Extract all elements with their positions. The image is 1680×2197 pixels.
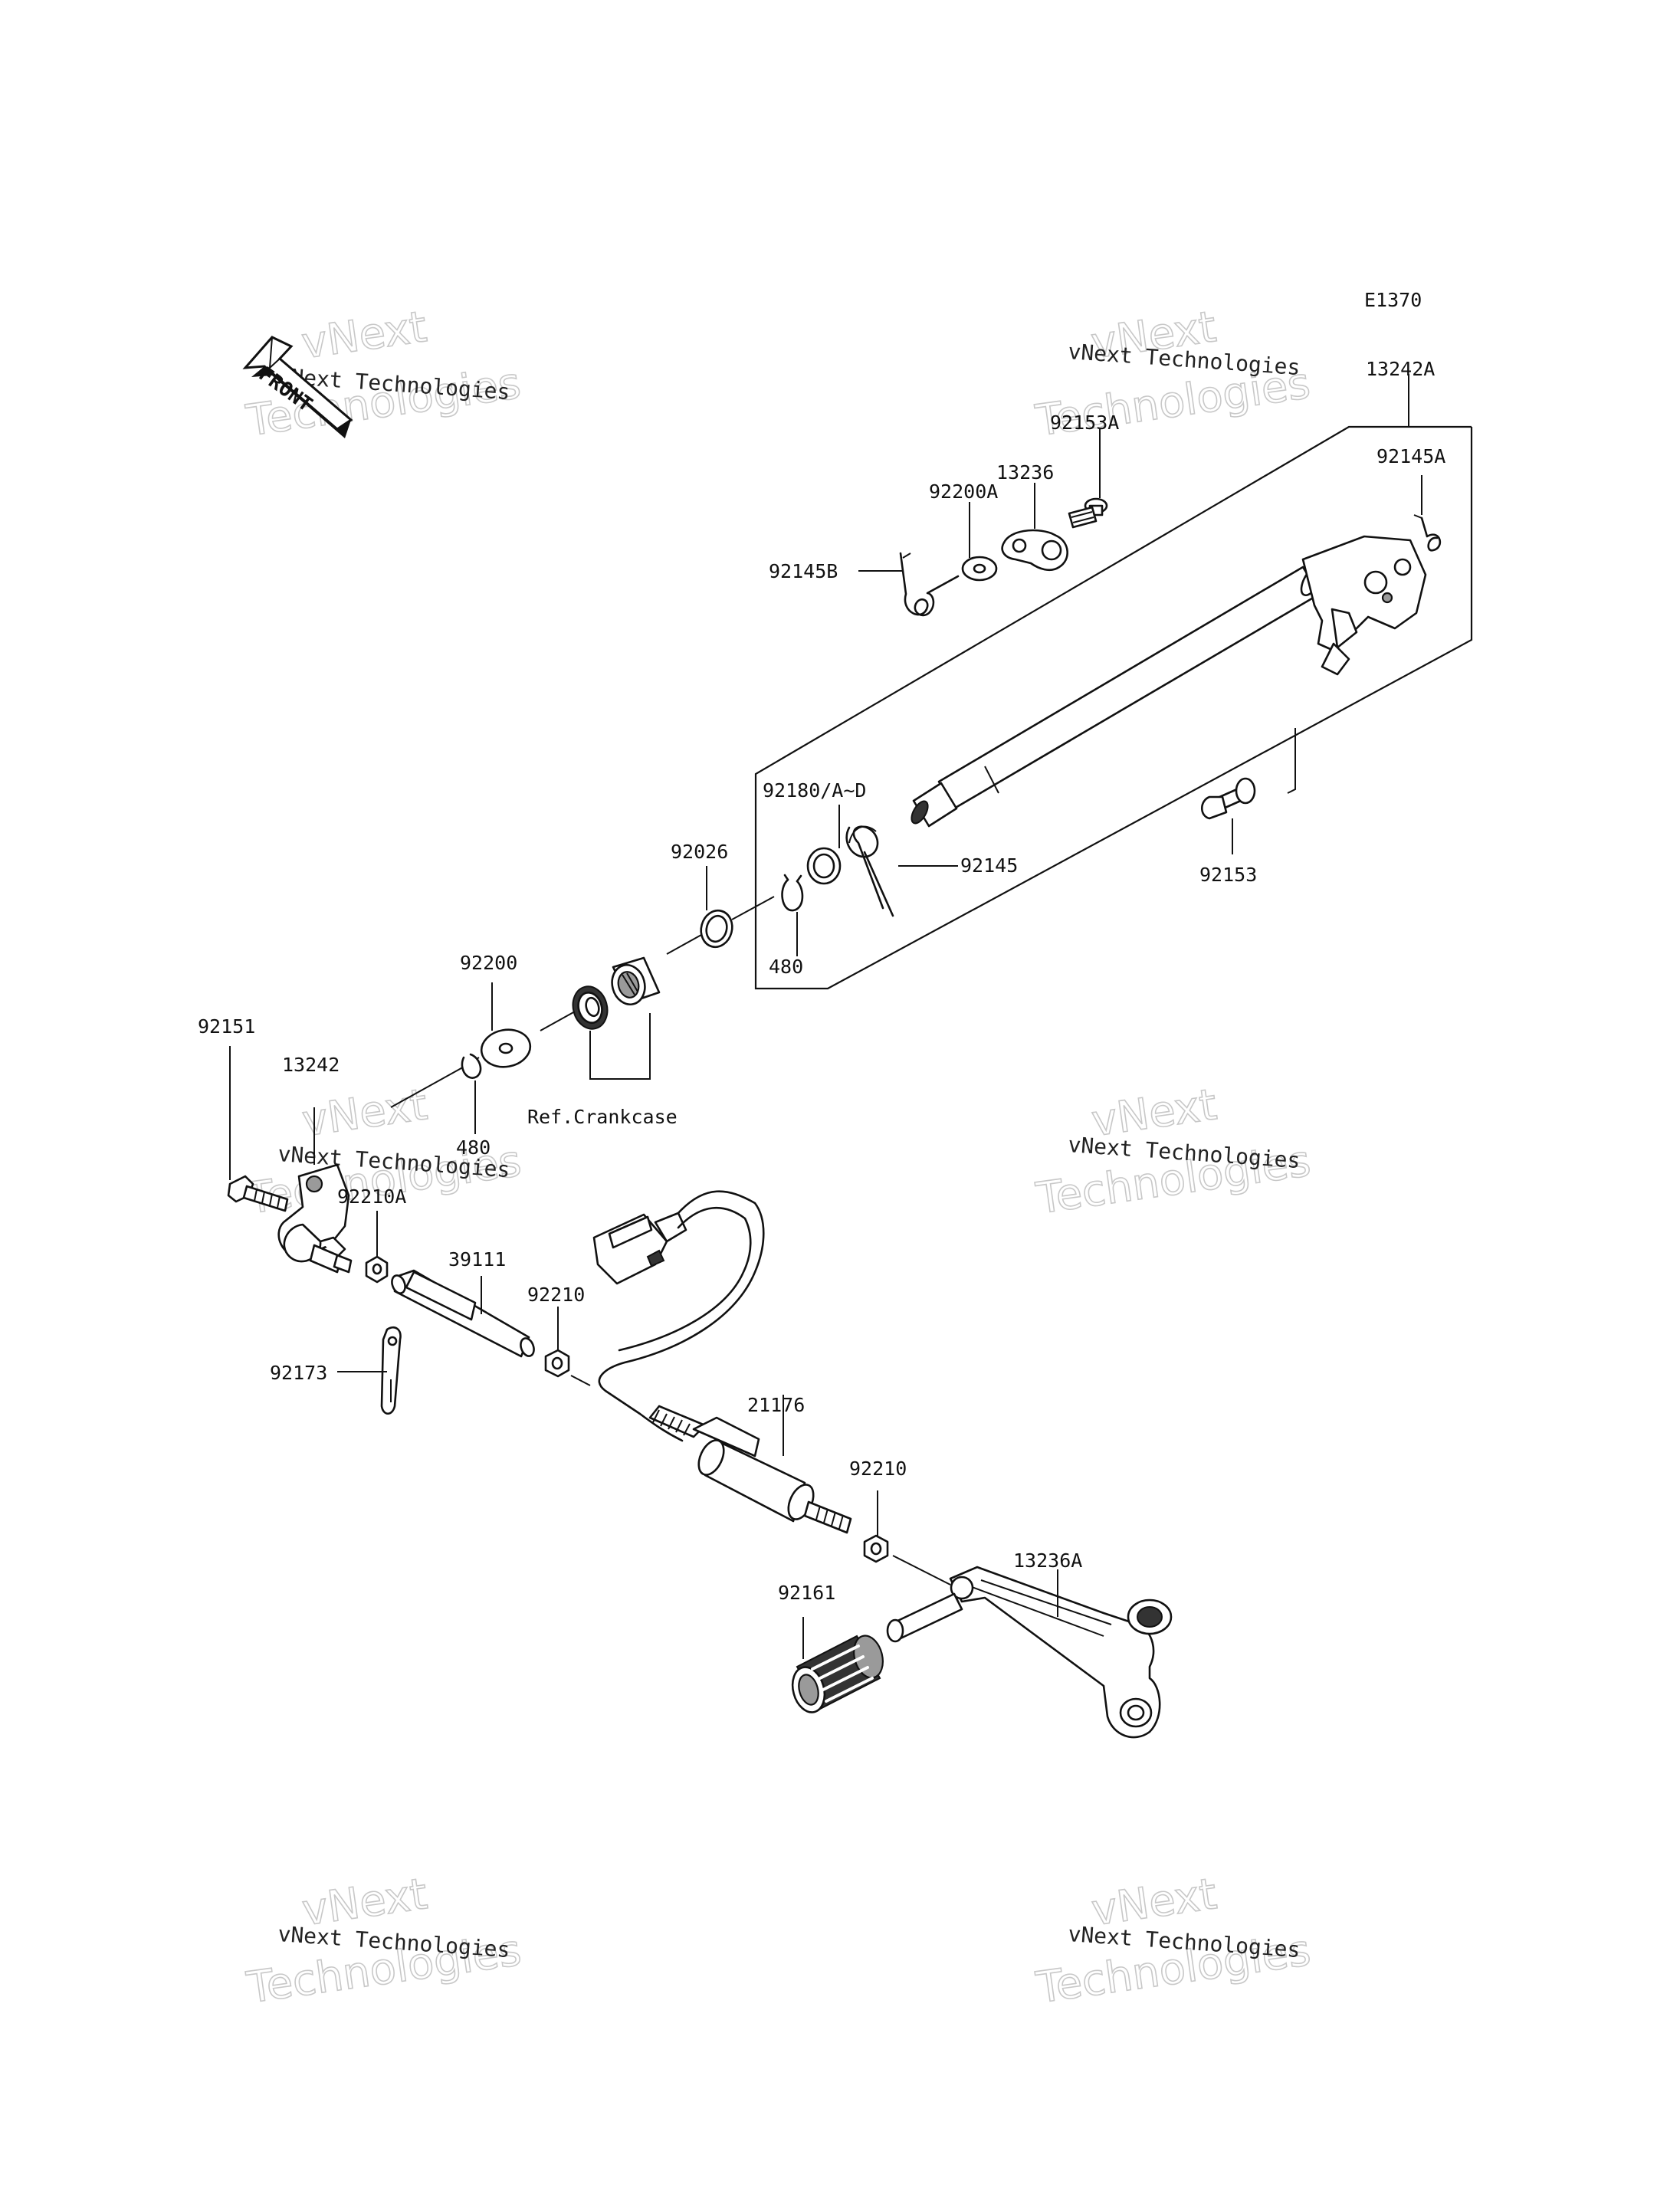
- shift-shaft-arm: [1301, 535, 1427, 676]
- ring-92026: [700, 909, 733, 949]
- label-13242: 13242: [282, 1054, 340, 1076]
- label-92210-upper: 92210: [527, 1284, 585, 1306]
- label-21176: 21176: [747, 1394, 805, 1416]
- washer-92180: [806, 847, 842, 885]
- axis-line-2: [731, 896, 775, 920]
- svg-text:vNext: vNext: [299, 302, 430, 369]
- nut-92210-upper: [544, 1349, 570, 1378]
- label-92026: 92026: [671, 841, 728, 863]
- label-92145A: 92145A: [1376, 445, 1445, 467]
- nut-92210A: [365, 1255, 389, 1284]
- shift-shaft: [911, 564, 1324, 828]
- label-480-b: 480: [456, 1136, 491, 1159]
- plate-13236: [1001, 529, 1068, 572]
- label-92161: 92161: [778, 1582, 835, 1604]
- clip-92173: [380, 1326, 402, 1415]
- label-13236A: 13236A: [1013, 1549, 1082, 1572]
- label-92153A: 92153A: [1050, 412, 1119, 434]
- label-92173: 92173: [270, 1362, 327, 1384]
- shift-pedal-13236A: [949, 1566, 1173, 1739]
- bolt-92153: [1200, 777, 1256, 820]
- sensor-wire: [598, 1190, 765, 1442]
- label-39111: 39111: [448, 1248, 506, 1271]
- label-92151: 92151: [198, 1015, 255, 1038]
- sensor-connector: [592, 1212, 687, 1285]
- tie-rod-39111: [391, 1269, 535, 1358]
- label-13236: 13236: [996, 461, 1054, 484]
- label-92210-lower: 92210: [849, 1458, 907, 1480]
- spring-92145A: [1413, 514, 1442, 552]
- label-92145: 92145: [960, 854, 1018, 877]
- leader-ref-crankcase: [589, 1013, 651, 1080]
- reference-note: Ref.Crankcase: [527, 1106, 678, 1128]
- bolt-92151: [227, 1175, 289, 1212]
- spring-92145B: [899, 552, 960, 617]
- label-92180: 92180/A~D: [763, 779, 866, 802]
- axis-line-5: [570, 1375, 591, 1386]
- needle-bearing: [611, 956, 661, 1005]
- circlip-480-b: [461, 1053, 482, 1079]
- washer-92200A: [961, 556, 998, 582]
- label-480-a: 480: [769, 956, 803, 978]
- label-92210A: 92210A: [337, 1185, 406, 1208]
- washer-92200: [480, 1028, 532, 1068]
- sensor-21176: [648, 1405, 852, 1534]
- circlip-480-a: [781, 874, 804, 912]
- label-92153: 92153: [1199, 864, 1257, 886]
- label-92145B: 92145B: [769, 560, 838, 582]
- label-92200: 92200: [460, 952, 517, 974]
- bolt-92153A: [1068, 497, 1108, 529]
- axis-line-6: [892, 1555, 951, 1585]
- subassembly-frame: [754, 425, 1473, 990]
- shift-arm-13242: [277, 1163, 350, 1263]
- svg-text:vNext: vNext: [299, 1080, 430, 1146]
- spring-92145: [845, 825, 894, 917]
- arm-bolt: [309, 1244, 353, 1274]
- leader-92153-frame: [1287, 728, 1296, 794]
- diagram-code: E1370: [1364, 289, 1422, 311]
- oil-seal: [572, 985, 609, 1030]
- axis-line-1: [666, 934, 702, 955]
- axis-line-3: [540, 1011, 576, 1031]
- sensor-wire-inner: [618, 1206, 752, 1352]
- label-13242A: 13242A: [1366, 358, 1435, 380]
- footpeg-rubber-92161: [791, 1635, 884, 1713]
- footpeg-pin: [886, 1592, 963, 1643]
- label-92200A: 92200A: [929, 480, 998, 503]
- nut-92210-lower: [863, 1534, 889, 1563]
